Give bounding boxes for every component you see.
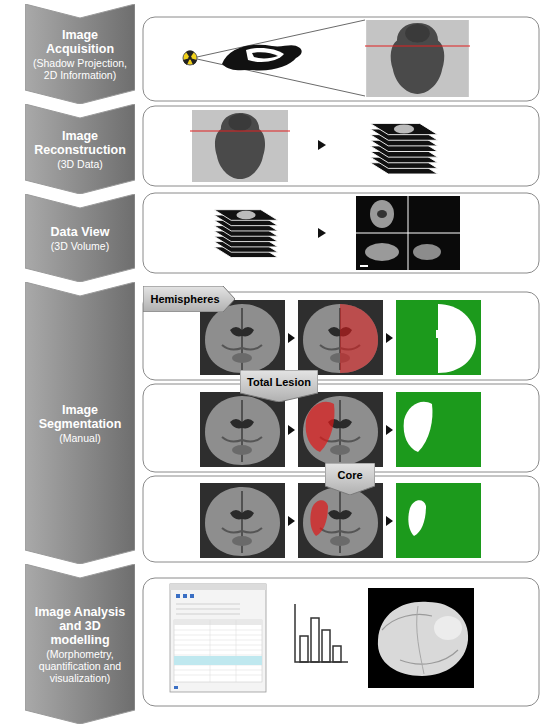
node-shape xyxy=(25,4,135,104)
stage-title: Core xyxy=(337,469,362,481)
content-box xyxy=(143,17,539,706)
stage-title: Image Reconstruction xyxy=(31,129,129,157)
step-arrow xyxy=(386,333,393,343)
node-shape xyxy=(25,104,135,194)
node-shape xyxy=(143,286,235,312)
slice-line xyxy=(365,45,470,46)
stage-title: Hemispheres xyxy=(150,293,219,305)
xray-image xyxy=(366,20,469,97)
hemisphere-overlay xyxy=(340,304,378,373)
step-tag: Total Lesion xyxy=(240,370,318,402)
rat-silhouette xyxy=(222,45,302,71)
stage-chevron: Image Reconstruction(3D Data) xyxy=(25,104,135,194)
segmentation-mask xyxy=(396,392,481,467)
mri-slice xyxy=(200,483,285,558)
stage-subtitle: (3D Volume) xyxy=(51,240,109,252)
stage-chevron: Data View(3D Volume) xyxy=(25,194,135,282)
stage-title: Total Lesion xyxy=(247,376,311,388)
mri-slice xyxy=(200,392,285,467)
mri-slice xyxy=(298,483,383,558)
stage-chevron: Image Segmentation(Manual) xyxy=(25,282,135,564)
stage-subtitle: (Shadow Projection, 2D Information) xyxy=(31,57,129,81)
segmentation-mask xyxy=(396,300,481,375)
projection-beam xyxy=(197,20,365,96)
step-arrow xyxy=(386,425,393,435)
core-overlay xyxy=(310,500,328,536)
stage-subtitle: (3D Data) xyxy=(57,158,103,170)
node-shape xyxy=(25,282,135,564)
slice-stack xyxy=(214,210,278,258)
step-tag: Hemispheres xyxy=(143,286,235,312)
mri-slice xyxy=(298,392,383,467)
xray-image xyxy=(192,110,288,182)
stage-subtitle: (Morphometry, quantification and visuali… xyxy=(31,648,129,684)
brain-3d-model xyxy=(368,588,474,688)
step-arrow xyxy=(318,228,326,238)
xray-source xyxy=(183,51,197,65)
step-arrow xyxy=(318,140,326,150)
software-window xyxy=(170,584,266,692)
slice-stack xyxy=(370,123,438,174)
step-arrow xyxy=(288,333,295,343)
stage-chevron: Image Analysis and 3D modelling(Morphome… xyxy=(25,564,135,724)
step-arrow xyxy=(288,425,295,435)
stage-title: Data View xyxy=(51,225,110,239)
node-shape xyxy=(25,194,135,282)
step-tag: Core xyxy=(325,463,375,495)
node-shape xyxy=(325,463,375,495)
node-shape xyxy=(240,370,318,402)
step-arrow xyxy=(386,516,393,526)
mri-slice xyxy=(298,300,383,375)
node-shape xyxy=(25,564,135,724)
segmentation-mask xyxy=(396,483,481,558)
stage-title: Image Analysis and 3D modelling xyxy=(31,605,129,647)
stage-subtitle: (Manual) xyxy=(59,432,100,444)
stage-title: Image Segmentation xyxy=(31,403,129,431)
bar-chart-icon xyxy=(295,604,348,662)
step-arrow xyxy=(288,516,295,526)
stage-chevron: Image Acquisition(Shadow Projection, 2D … xyxy=(25,4,135,104)
stage-title: Image Acquisition xyxy=(31,28,129,56)
orthogonal-views xyxy=(356,196,460,270)
lesion-overlay xyxy=(306,402,335,452)
slice-line xyxy=(190,130,290,131)
